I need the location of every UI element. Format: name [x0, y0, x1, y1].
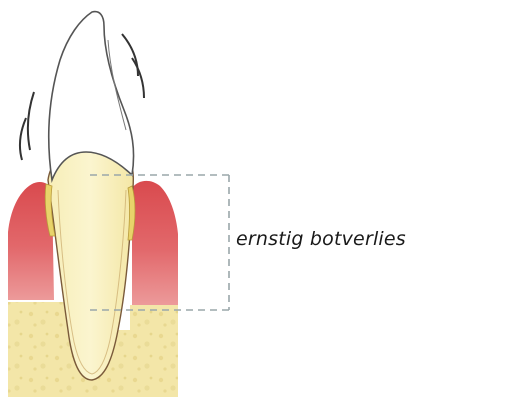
mobility-line-left-2 [20, 118, 26, 160]
mobility-line-left-1 [28, 92, 34, 150]
mobility-line-right-1 [122, 34, 138, 76]
mobility-line-right-2 [132, 58, 144, 98]
gum-right [132, 181, 178, 305]
bone-loss-label: ernstig botverlies [236, 228, 406, 250]
